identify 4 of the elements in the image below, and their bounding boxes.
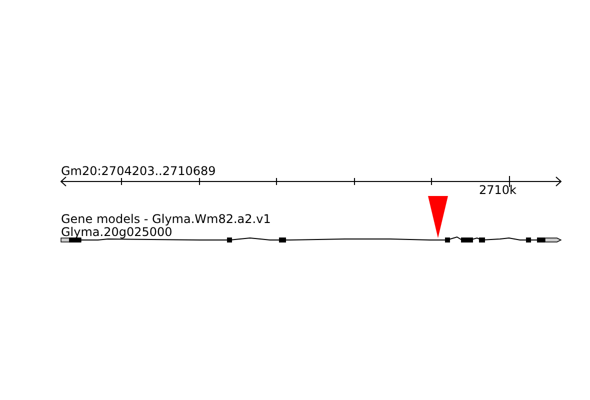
tick-label: 2710k: [479, 184, 516, 197]
track-label: Gene models - Glyma.Wm82.a2.v1: [61, 213, 271, 226]
region-label: Gm20:2704203..2710689: [61, 165, 216, 178]
gene-label: Glyma.20g025000: [61, 226, 172, 239]
